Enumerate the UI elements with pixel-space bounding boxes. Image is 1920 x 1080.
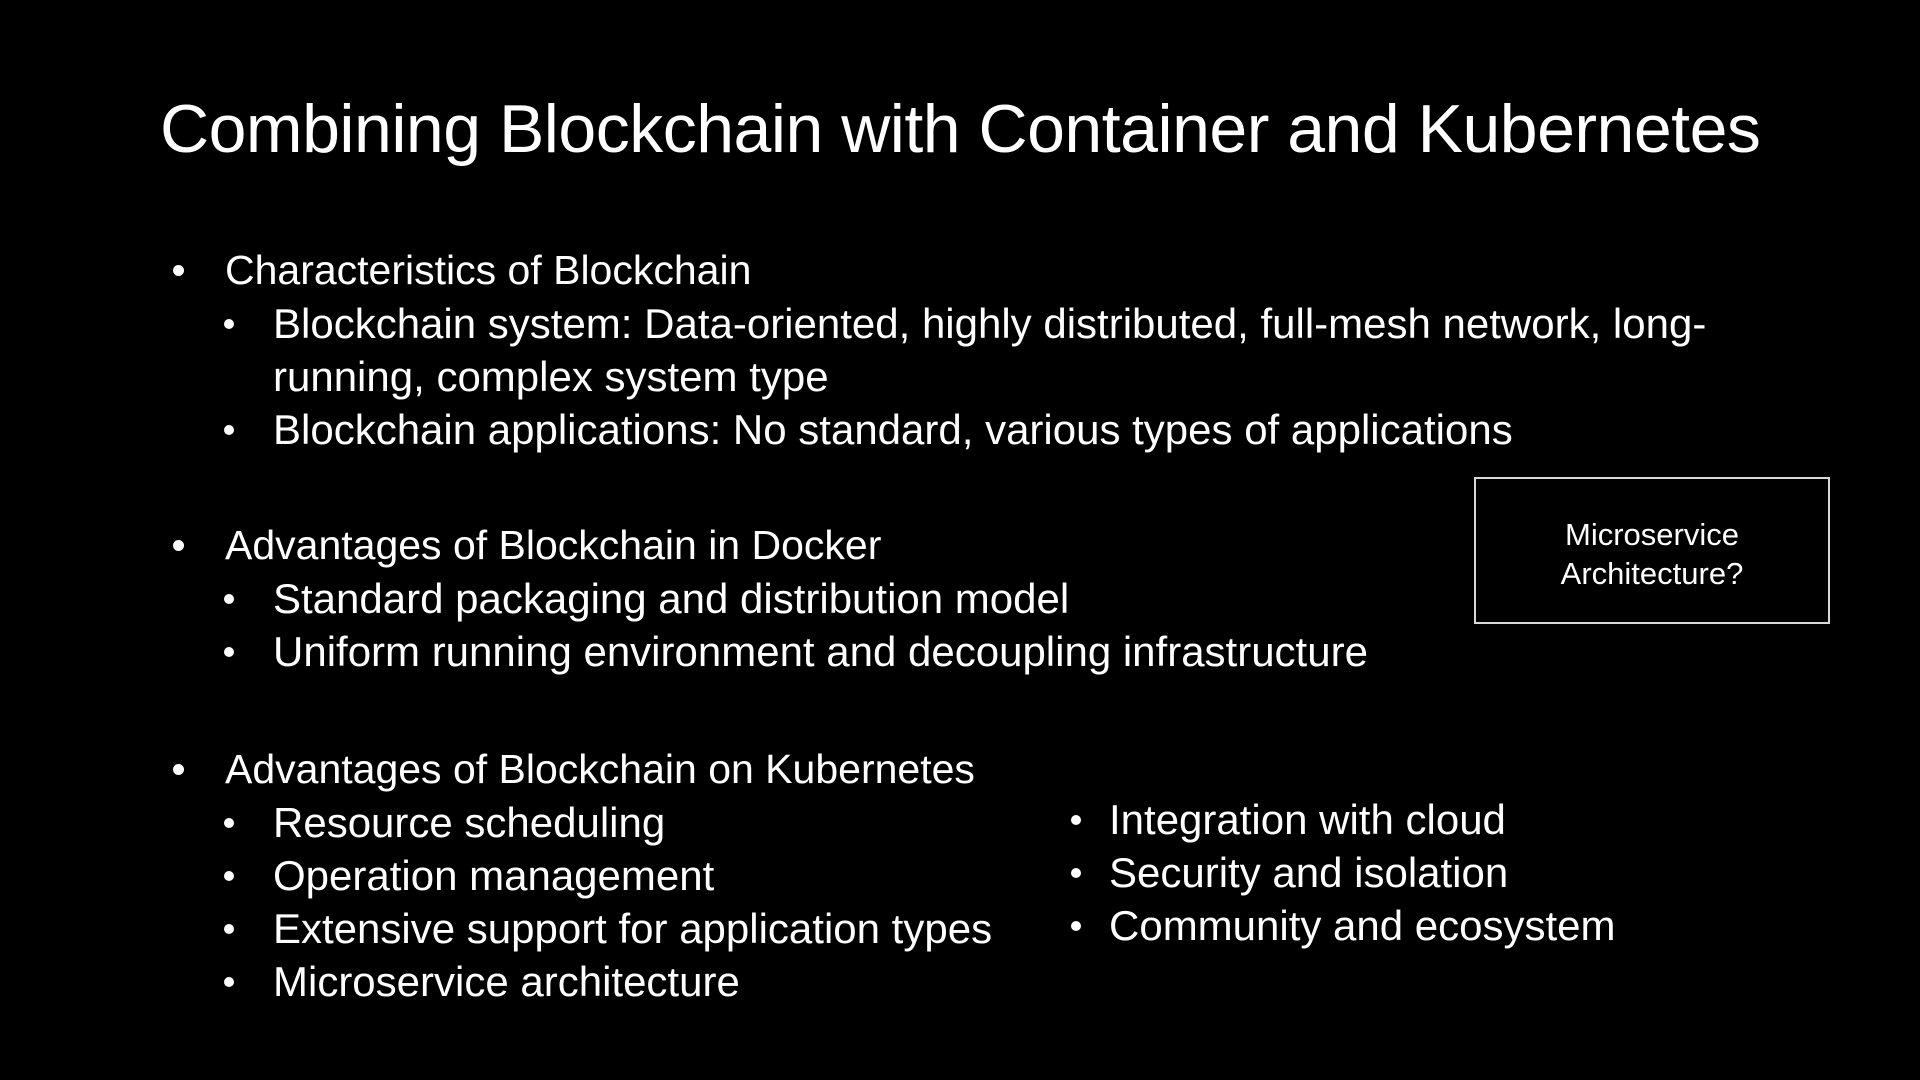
bullet-text: Advantages of Blockchain in Docker [225, 522, 882, 568]
bullet-text: Resource scheduling [273, 799, 666, 846]
bullet-dot [224, 318, 234, 329]
bullet-text: Security and isolation [1109, 849, 1509, 896]
bullet-dot [224, 424, 234, 435]
callout-text-line: Microservice [1565, 516, 1739, 552]
bullet-dot [1071, 867, 1081, 878]
bullet-item-level2: Integration with cloud [1071, 793, 1616, 846]
bullet-text: Extensive support for application types [273, 905, 993, 952]
bullet-text: Uniform running environment and decoupli… [273, 628, 1368, 675]
bullet-text: running, complex system type [273, 353, 829, 400]
bullet-text: Blockchain applications: No standard, va… [273, 406, 1513, 453]
bullet-item-level2: Extensive support for application types [0, 902, 1920, 955]
bullet-dot [224, 646, 234, 657]
bullet-item-level2: Blockchain applications: No standard, va… [0, 403, 1920, 456]
slide-title: Combining Blockchain with Container and … [160, 91, 1761, 167]
bullet-dot [224, 870, 234, 881]
bullet-text: Operation management [273, 852, 715, 899]
bullet-text: Blockchain system: Data-oriented, highly… [273, 300, 1707, 347]
callout-text-line: Architecture? [1560, 555, 1744, 591]
bullet-item-level2: Community and ecosystem [1071, 899, 1616, 952]
bullet-item-level1: Characteristics of Blockchain [0, 244, 1920, 297]
bullet-item-level2: Security and isolation [1071, 846, 1616, 899]
bullet-dot [224, 817, 234, 828]
bullet-dot [224, 923, 234, 934]
bullet-dot [1071, 814, 1081, 825]
bullet-item-level2: Uniform running environment and decoupli… [0, 625, 1920, 678]
bullet-dot [224, 976, 234, 987]
bullet-item-level2: Microservice architecture [0, 955, 1920, 1008]
bullet-dot [1071, 920, 1081, 931]
bullet-section-kubernetes-right-column: Integration with cloud Security and isol… [1071, 793, 1616, 952]
bullet-item-level2: Operation management [0, 849, 1920, 902]
bullet-item-level2: Blockchain system: Data-oriented, highly… [0, 297, 1920, 350]
callout-box-microservice-architecture: Microservice Architecture? [1474, 477, 1830, 624]
bullet-section-characteristics: Characteristics of Blockchain Blockchain… [0, 244, 1920, 456]
bullet-dot [224, 593, 234, 604]
bullet-text: Community and ecosystem [1109, 902, 1616, 949]
bullet-text: Standard packaging and distribution mode… [273, 575, 1070, 622]
bullet-dot [173, 764, 184, 775]
bullet-item-level2: Resource scheduling [0, 796, 1920, 849]
bullet-text: Characteristics of Blockchain [225, 247, 752, 293]
bullet-section-kubernetes: Advantages of Blockchain on Kubernetes R… [0, 743, 1920, 1008]
bullet-item-level1: Advantages of Blockchain on Kubernetes [0, 743, 1920, 796]
bullet-text: Advantages of Blockchain on Kubernetes [225, 746, 975, 792]
bullet-section-docker: Advantages of Blockchain in Docker Stand… [0, 519, 1920, 678]
bullet-dot [173, 265, 184, 276]
bullet-text: Integration with cloud [1109, 796, 1506, 843]
bullet-item-level2: Standard packaging and distribution mode… [0, 572, 1920, 625]
bullet-item-level1: Advantages of Blockchain in Docker [0, 519, 1920, 572]
bullet-dot [173, 540, 184, 551]
bullet-text: Microservice architecture [273, 958, 740, 1005]
bullet-item-continuation: running, complex system type [0, 350, 1920, 403]
